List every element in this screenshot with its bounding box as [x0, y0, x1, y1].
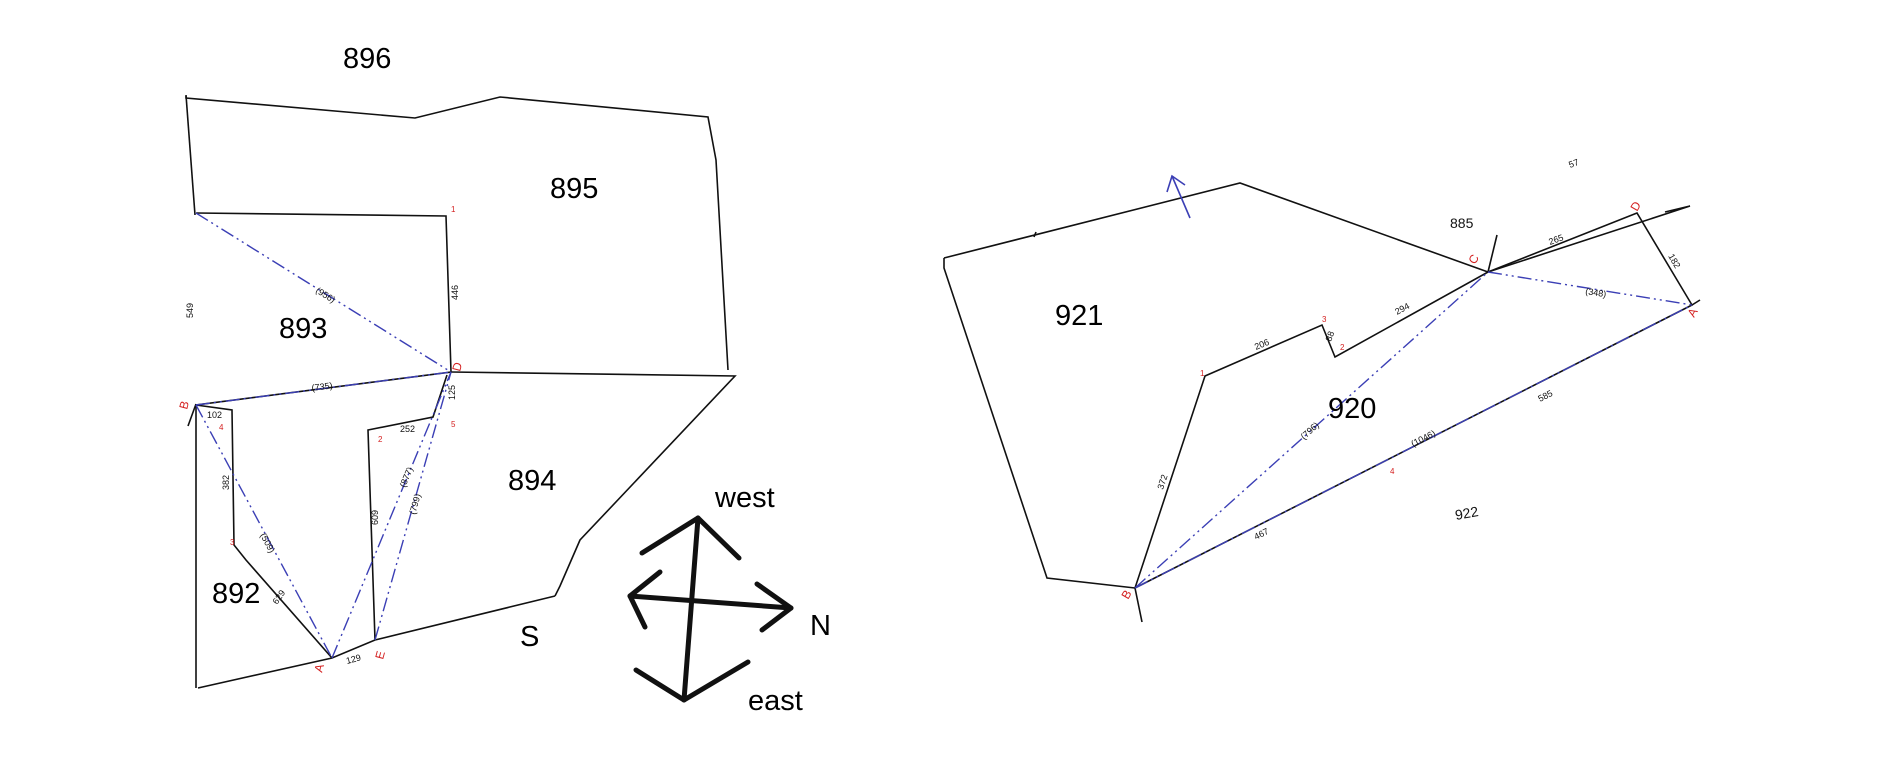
- point-label: B: [1118, 588, 1134, 602]
- stub-B: [1134, 587, 1143, 623]
- boundary-C-D-A: [1134, 212, 1694, 589]
- diagonal-length: (735): [311, 380, 333, 392]
- side-length: 372: [1155, 473, 1169, 490]
- diagonal-length: (799): [407, 493, 422, 516]
- boundary-896-895: [185, 96, 729, 371]
- side-length: 125: [447, 385, 457, 400]
- compass-west-label: west: [714, 482, 775, 514]
- compass-arrowhead-south: [627, 569, 663, 630]
- parcel-label: 893: [279, 313, 327, 345]
- boundary-895-894: [450, 371, 737, 597]
- right-plan: 921 920 885 922 57 A B C D 1 2 3 4 206 8…: [943, 157, 1701, 623]
- direction-arrow: [1171, 175, 1191, 219]
- point-number: 4: [1390, 467, 1395, 476]
- compass-arrowhead-west: [639, 515, 742, 561]
- side-length: 206: [1253, 337, 1271, 352]
- point-label: D: [449, 360, 465, 372]
- parcel-892-outline: [195, 404, 333, 659]
- side-length: 446: [450, 285, 460, 300]
- side-length: 585: [1536, 388, 1554, 404]
- diagonal-956: [195, 212, 452, 373]
- tick-mark: [1033, 231, 1037, 238]
- boundary-893: [195, 212, 452, 688]
- parcel-label: 896: [343, 43, 391, 75]
- side-length: 265: [1547, 232, 1565, 247]
- side-length: 102: [207, 410, 222, 420]
- point-label: A: [311, 662, 327, 673]
- south-label: S: [520, 621, 539, 653]
- point-number: 3: [1322, 315, 1327, 324]
- diagonal-length: (796): [1299, 420, 1321, 441]
- diagonal-796: [1134, 271, 1489, 589]
- parcel-921-west: [943, 258, 1136, 589]
- diagonal-1046: [1134, 304, 1693, 589]
- diagonal-length: (1046): [1409, 428, 1437, 449]
- diagonal-length: (509): [258, 531, 277, 554]
- corner-fragment: 57: [1567, 157, 1580, 170]
- side-length: 88: [1323, 330, 1336, 343]
- diagonal-length: (956): [314, 285, 337, 305]
- diagonal-799: [374, 371, 452, 641]
- parcel-894-stem: [367, 374, 448, 641]
- side-length: 467: [1252, 526, 1270, 542]
- stub-B: [187, 403, 197, 427]
- side-length: 294: [1393, 301, 1411, 317]
- point-label: E: [372, 649, 388, 660]
- diagonal-877: [331, 371, 452, 659]
- point-label: B: [176, 399, 192, 410]
- diagonal-509: [195, 404, 333, 659]
- compass-north-label: N: [810, 610, 831, 642]
- west-boundary: [185, 94, 196, 216]
- south-boundary: [197, 595, 556, 689]
- parcel-920-outline: [1134, 205, 1691, 589]
- compass: west N east: [627, 482, 831, 717]
- parcel-921-outline: [943, 182, 1489, 273]
- point-number: 2: [378, 435, 383, 444]
- parcel-label: 892: [212, 578, 260, 610]
- point-number: 2: [1340, 343, 1345, 352]
- point-number: 5: [451, 420, 456, 429]
- point-number: 1: [451, 205, 456, 214]
- compass-arrow-west-east: [681, 515, 701, 703]
- side-length: 252: [400, 424, 415, 434]
- side-length: 129: [345, 652, 362, 666]
- point-label: A: [1684, 306, 1700, 320]
- point-number: 3: [230, 538, 235, 547]
- diagonal-length: (877): [398, 466, 415, 489]
- diagonal-348: [1487, 271, 1693, 306]
- parcel-label: 895: [550, 173, 598, 205]
- left-plan: 896 895 893 894 892 A B D E 1 2 3 4 5 54…: [176, 43, 737, 689]
- compass-arrow-north: [627, 593, 794, 611]
- point-number: 1: [1200, 369, 1205, 378]
- parcel-label: 885: [1450, 215, 1474, 231]
- compass-arrowhead-north: [754, 581, 794, 633]
- point-number: 4: [219, 423, 224, 432]
- diagonal-735: [195, 371, 452, 406]
- side-length: 549: [185, 303, 195, 318]
- stub-A: [1691, 299, 1701, 306]
- compass-arrowhead-east: [633, 659, 751, 703]
- parcel-label: 922: [1454, 503, 1480, 523]
- compass-east-label: east: [748, 685, 803, 717]
- point-label: D: [1627, 199, 1644, 214]
- parcel-label: 920: [1328, 393, 1376, 425]
- side-length: 382: [221, 475, 231, 490]
- direction-arrowhead: [1166, 174, 1186, 193]
- parcel-label: 894: [508, 465, 556, 497]
- diagonal-length: (348): [1585, 286, 1607, 299]
- parcel-label: 921: [1055, 300, 1103, 332]
- stub-C: [1487, 234, 1498, 273]
- side-length: 609: [370, 510, 380, 525]
